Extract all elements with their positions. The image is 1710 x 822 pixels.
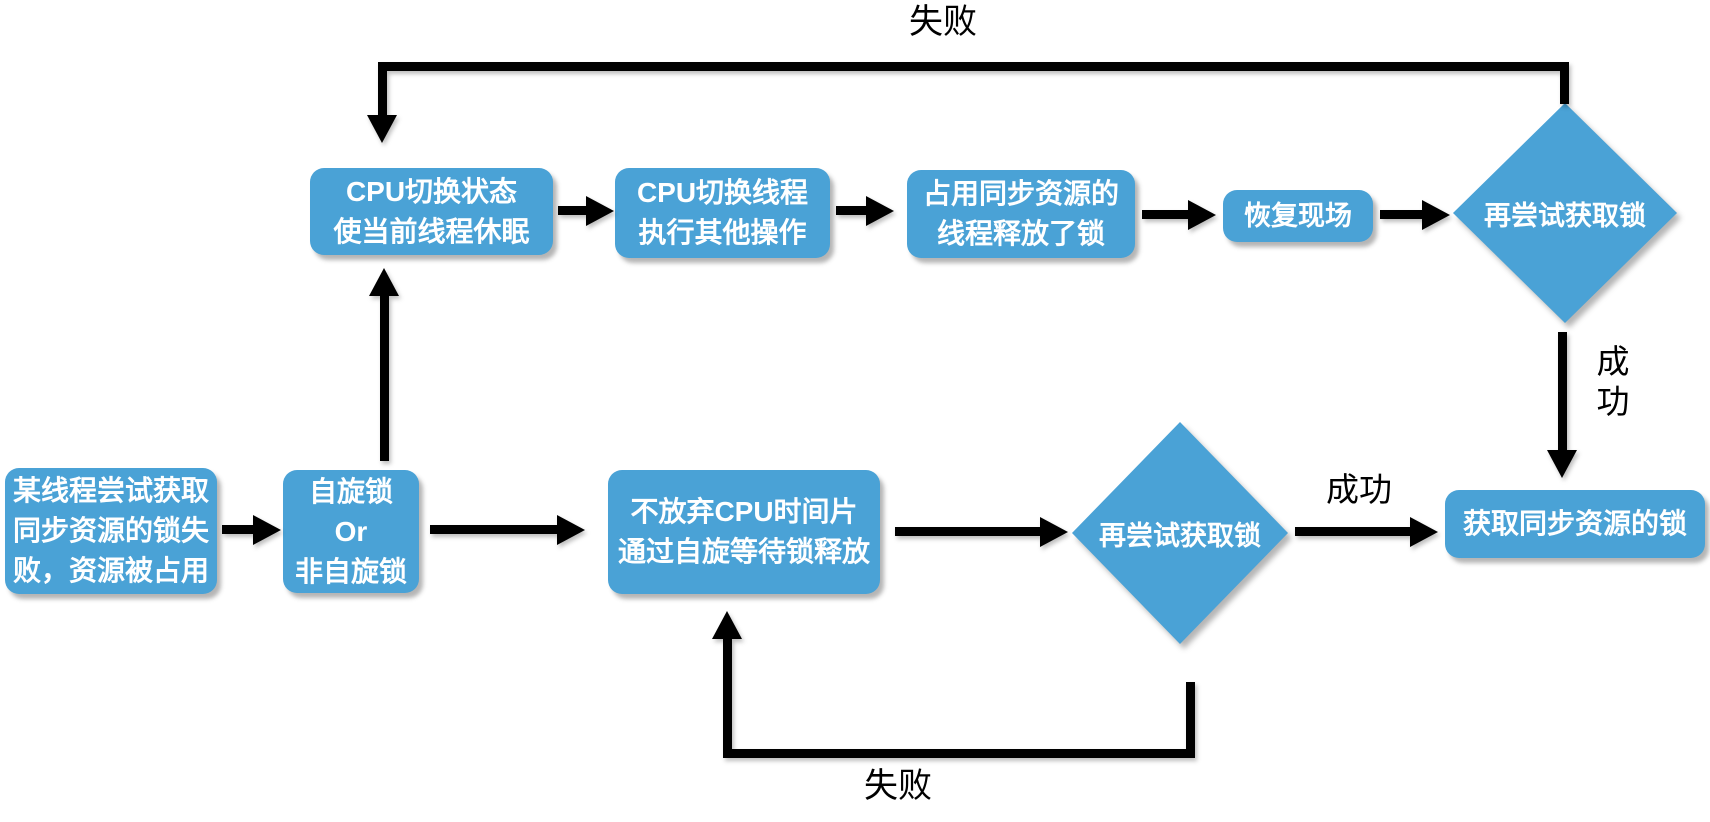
node-line: 执行其他操作 (638, 217, 807, 248)
node-line: 非自旋锁 (294, 555, 407, 587)
node-line: 恢复现场 (1244, 201, 1352, 231)
node-line: 败，资源被占用 (12, 555, 209, 586)
node-line: 获取同步资源的锁 (1462, 508, 1687, 539)
node-line: Or (334, 515, 368, 547)
node-line: 同步资源的锁失 (12, 515, 209, 546)
edge-label-fail-top: 失败 (909, 3, 977, 41)
node-thread-fail: 某线程尝试获取 同步资源的锁失 败，资源被占用 (5, 468, 217, 594)
edge-label-success-bottom: 成功 (1326, 471, 1392, 508)
diamond-shape (1072, 422, 1288, 644)
edge-label-success-vertical: 成 功 (1596, 343, 1630, 420)
node-keep-cpu-spin-wait: 不放弃CPU时间片 通过自旋等待锁释放 (608, 470, 880, 594)
node-line: 线程释放了锁 (936, 218, 1105, 249)
node-holder-released-lock: 占用同步资源的 线程释放了锁 (907, 170, 1135, 258)
node-cpu-switch-state: CPU切换状态 使当前线程休眠 (310, 168, 553, 255)
decision-retry-lock-bottom: 再尝试获取锁 (1072, 422, 1288, 644)
node-line: 某线程尝试获取 (12, 475, 209, 506)
node-line: 自旋锁 (308, 475, 393, 507)
node-line: 使当前线程休眠 (333, 215, 530, 247)
node-cpu-switch-thread: CPU切换线程 执行其他操作 (615, 168, 830, 258)
edge-label-fail-bottom: 失败 (864, 767, 932, 805)
node-restore-context: 恢复现场 (1223, 190, 1373, 242)
node-line: 占用同步资源的 (922, 178, 1119, 209)
node-spin-or-nonspin: 自旋锁 Or 非自旋锁 (283, 470, 419, 593)
decision-retry-lock-top: 再尝试获取锁 (1453, 103, 1677, 323)
node-line: CPU切换状态 (345, 175, 518, 207)
diamond-shape (1453, 103, 1677, 323)
node-line: 不放弃CPU时间片 (630, 496, 858, 527)
node-line: 通过自旋等待锁释放 (617, 536, 870, 567)
node-acquire-sync-lock: 获取同步资源的锁 (1445, 490, 1705, 558)
decision-label: 再尝试获取锁 (1099, 520, 1261, 551)
node-line: CPU切换线程 (636, 177, 809, 208)
decision-label: 再尝试获取锁 (1484, 200, 1646, 231)
